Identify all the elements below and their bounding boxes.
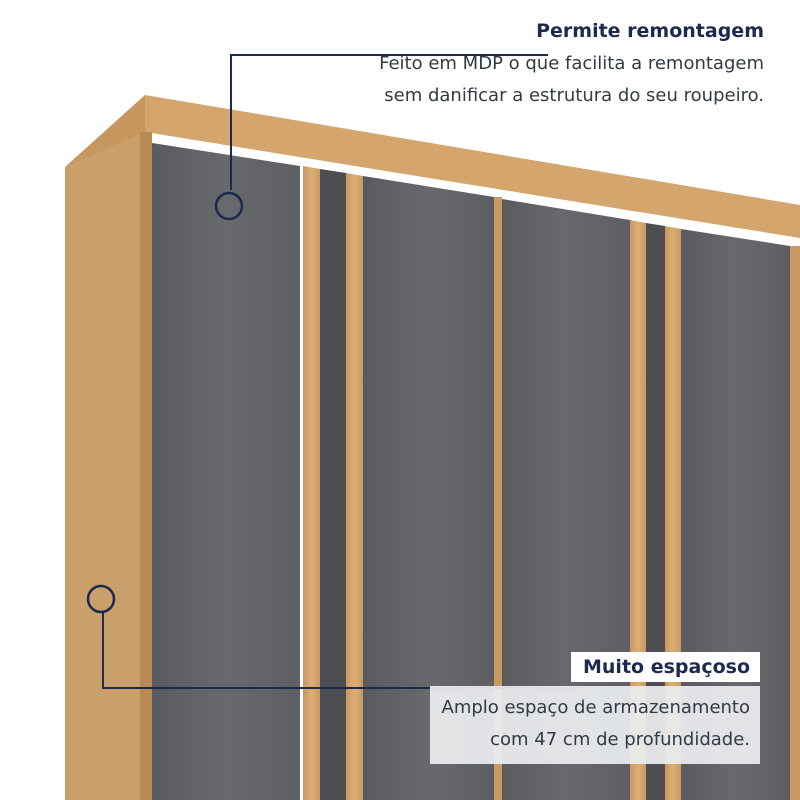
callout-title-box: Muito espaçoso <box>571 652 760 682</box>
wardrobe-top <box>145 95 800 238</box>
door-trim-1 <box>303 166 320 800</box>
door-panel-2 <box>363 176 494 800</box>
callout-text-remount-2: sem danificar a estrutura do seu roupeir… <box>384 85 764 106</box>
callout-text-remount-1: Feito em MDP o que facilita a remontagem <box>379 53 764 74</box>
callout-line-top <box>230 54 548 190</box>
callout-text-space-1: Amplo espaço de armazenamento <box>441 697 751 718</box>
callout-line-bottom <box>102 613 580 689</box>
door-gap-1 <box>320 169 346 800</box>
callout-remount: Permite remontagem Feito em MDP o que fa… <box>379 18 764 112</box>
callout-marker-icon <box>86 584 116 614</box>
callout-title-space: Muito espaçoso <box>583 656 750 678</box>
callout-marker-icon <box>214 191 244 221</box>
wardrobe-side-panel <box>65 132 145 800</box>
callout-text-box: Amplo espaço de armazenamento com 47 cm … <box>429 686 760 764</box>
door-divider-1 <box>494 197 502 800</box>
callout-title-remount: Permite remontagem <box>536 20 764 42</box>
wardrobe-side-edge <box>140 132 152 800</box>
callout-text-space-2: com 47 cm de profundidade. <box>490 729 750 750</box>
callout-space: Muito espaçoso Amplo espaço de armazenam… <box>429 652 760 764</box>
door-trim-2 <box>346 173 363 800</box>
door-divider-2 <box>790 246 800 800</box>
door-panel-1 <box>152 143 300 800</box>
door-panel-3 <box>502 199 630 800</box>
